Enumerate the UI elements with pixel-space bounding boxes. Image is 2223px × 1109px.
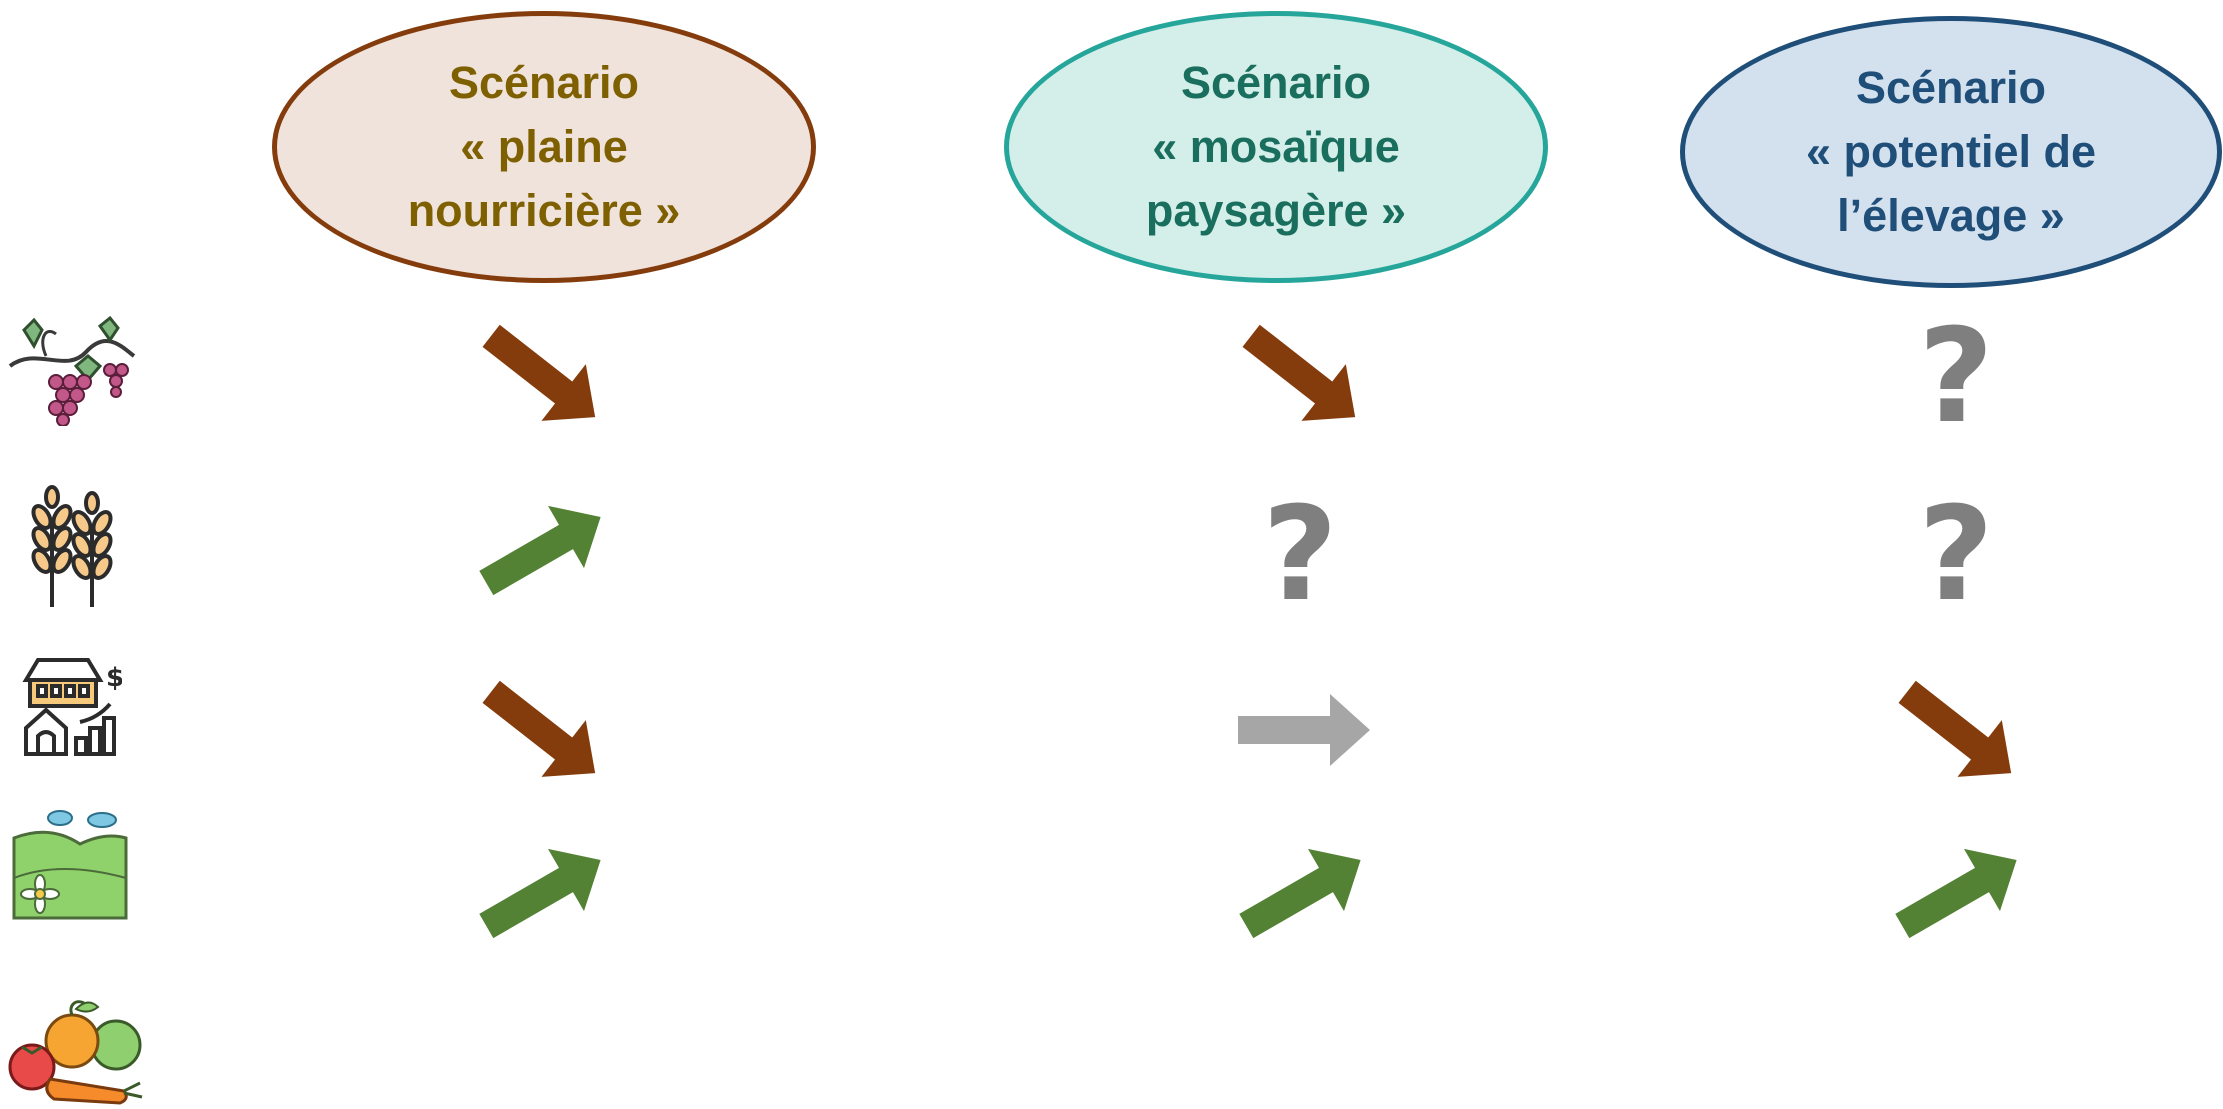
trend-arrow-down-icon bbox=[482, 324, 596, 421]
arrow-shape bbox=[1239, 848, 1361, 939]
wheat-icon bbox=[31, 485, 113, 607]
trend-arrow-up-icon bbox=[1895, 848, 2017, 939]
grapevine-icon bbox=[8, 316, 136, 426]
fruits-vegetables-icon bbox=[8, 1000, 143, 1105]
scenario-potentiel-elevage: Scénario « potentiel de l’élevage » bbox=[1680, 16, 2222, 288]
trend-arrow-down-icon bbox=[1242, 324, 1356, 421]
question-mark: ? bbox=[1918, 309, 1993, 439]
trend-arrow-stable-icon bbox=[1238, 694, 1370, 766]
arrow-shape bbox=[1898, 680, 2012, 777]
trend-arrow-up-icon bbox=[1239, 848, 1361, 939]
scenario-label: Scénario « mosaïque paysagère » bbox=[1145, 57, 1407, 236]
arrow-shape bbox=[482, 324, 596, 421]
trend-arrow-down-icon bbox=[1898, 680, 2012, 777]
scenario-plaine-nourriciere: Scénario « plaine nourricière » bbox=[272, 11, 816, 283]
arrow-shape bbox=[1238, 694, 1370, 766]
trend-arrow-down-icon bbox=[482, 680, 596, 777]
arrow-shape bbox=[479, 848, 601, 939]
question-mark: ? bbox=[1918, 487, 1993, 617]
arrow-shape bbox=[1895, 848, 2017, 939]
farm-economy-icon: $ bbox=[22, 658, 122, 756]
trend-arrow-up-icon bbox=[479, 848, 601, 939]
unknown-trend-icon: ? bbox=[1918, 309, 1993, 439]
arrow-shape bbox=[1242, 324, 1356, 421]
unknown-trend-icon: ? bbox=[1918, 487, 1993, 617]
scenario-label: Scénario « plaine nourricière » bbox=[407, 57, 681, 236]
scenario-label: Scénario « potentiel de l’élevage » bbox=[1805, 62, 2097, 241]
scenario-mosaique-paysagere: Scénario « mosaïque paysagère » bbox=[1004, 11, 1548, 283]
unknown-trend-icon: ? bbox=[1262, 487, 1337, 617]
svg-text:$: $ bbox=[106, 663, 122, 693]
arrow-shape bbox=[482, 680, 596, 777]
landscape-icon bbox=[12, 810, 128, 920]
trend-arrow-up-icon bbox=[479, 505, 601, 596]
question-mark: ? bbox=[1262, 487, 1337, 617]
arrow-shape bbox=[479, 505, 601, 596]
